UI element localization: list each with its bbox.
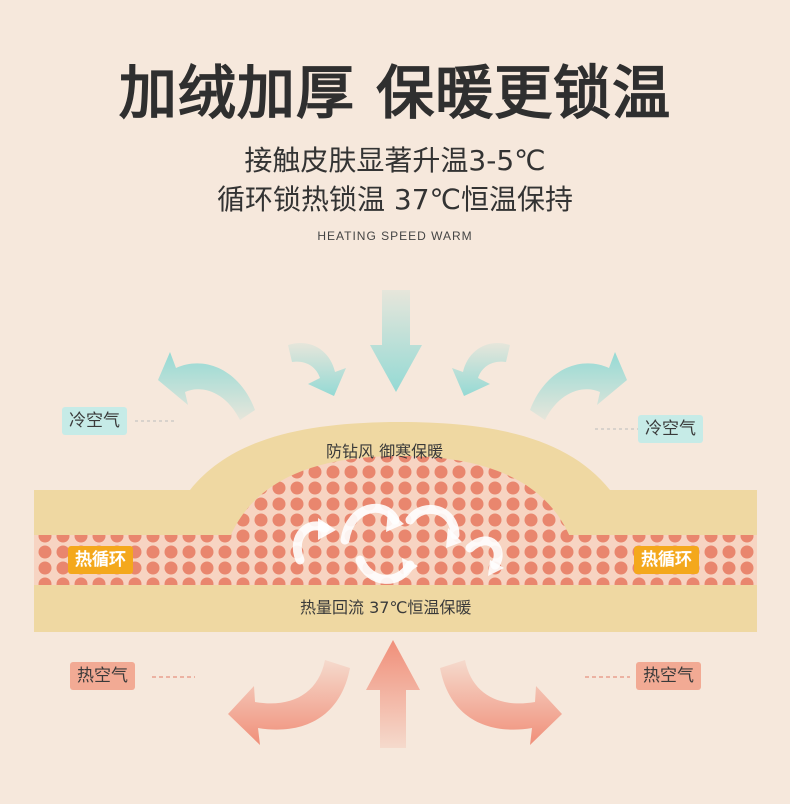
- windproof-label: 防钻风 御寒保暖: [326, 442, 444, 461]
- cold-arrow-left-up-icon: [158, 352, 255, 420]
- english-caption: HEATING SPEED WARM: [317, 229, 473, 243]
- thermal-dot-mound: [230, 456, 570, 537]
- cycle-arrowheads: [318, 510, 504, 576]
- hot-arrow-right-icon: [440, 660, 562, 745]
- hot-arrow-left-icon: [228, 660, 350, 745]
- subline-constant-temp: 循环锁热锁温 37℃恒温保持: [217, 183, 573, 216]
- cold-air-tag-right: 冷空气: [638, 415, 703, 443]
- hot-arrow-center-icon: [366, 640, 420, 748]
- cold-arrow-right-down-icon: [452, 343, 510, 396]
- heat-cycle-tag-right: 热循环: [634, 546, 699, 574]
- subline-temperature: 接触皮肤显著升温3-5℃: [244, 144, 546, 177]
- hot-air-arrows: [228, 640, 562, 748]
- headline: 加绒加厚 保暖更锁温: [118, 59, 672, 127]
- cold-air-tag-left: 冷空气: [62, 407, 127, 435]
- hot-air-tag-right: 热空气: [636, 662, 701, 690]
- cold-air-arrows: [158, 290, 627, 420]
- hot-air-tag-left: 热空气: [70, 662, 135, 690]
- cold-arrow-right-up-icon: [530, 352, 627, 420]
- cold-arrow-center-icon: [370, 290, 422, 392]
- heat-flow-label: 热量回流 37℃恒温保暖: [300, 598, 472, 617]
- heat-cycle-tag-left: 热循环: [68, 546, 133, 574]
- cold-arrow-left-down-icon: [288, 343, 346, 396]
